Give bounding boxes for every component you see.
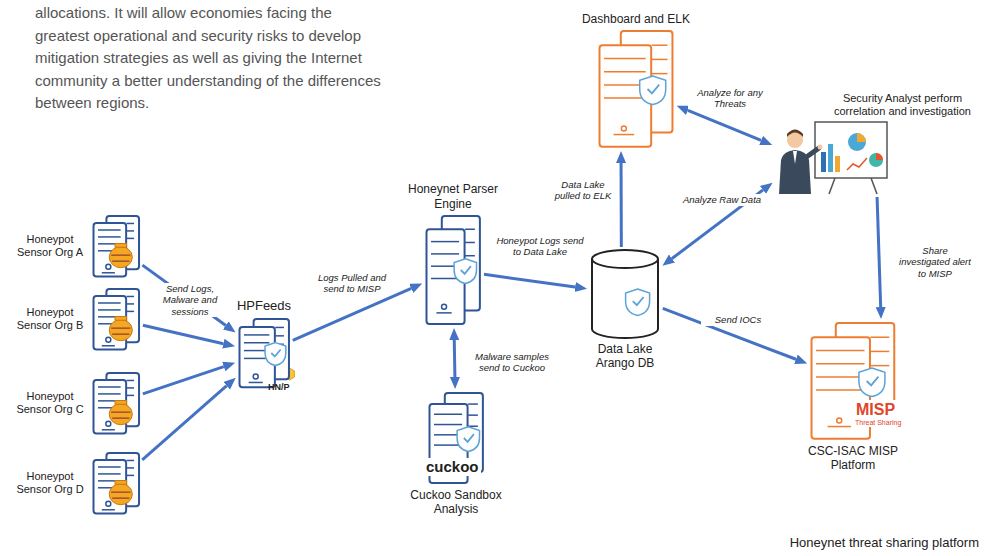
node-label: CSC-ISAC MISP Platform: [798, 444, 908, 473]
edge-label: Analyze for any Threats: [688, 87, 772, 110]
node-label: Threat Sharing: [853, 419, 903, 427]
connector-arrow: [143, 325, 223, 343]
icon: [590, 250, 660, 338]
server-icon: Honeynet Parser Engine: [425, 215, 481, 325]
node-label: Honeypot Sensor Org B: [14, 306, 86, 332]
icon: [92, 372, 140, 434]
server-icon: cuckooCuckoo Sandbox Analysis: [428, 392, 484, 484]
icon: [92, 215, 140, 277]
edge-label: Logs Pulled and send to MISP: [310, 272, 394, 295]
node-label: Honeynet Parser Engine: [393, 182, 513, 211]
connector-arrow: [688, 110, 761, 140]
database-cylinder: Data Lake Arango DB: [590, 250, 660, 338]
node-label: Honeypot Sensor Org D: [14, 470, 86, 496]
icon: [598, 30, 674, 148]
node-label: Dashboard and ELK: [561, 12, 711, 26]
node-label: cuckoo: [424, 458, 481, 476]
connector-arrow: [877, 197, 881, 307]
icon: [775, 122, 887, 194]
edge-label: Analyze Raw Data: [670, 194, 774, 205]
edge-label: Send IOCs: [701, 314, 775, 325]
node-label: HPFeeds: [219, 298, 309, 314]
connector-arrow: [293, 288, 412, 340]
connector-arrow: [142, 386, 226, 460]
edge-label: Data Lake pulled to ELK: [549, 179, 617, 202]
server-icon: Honeypot Sensor Org A: [92, 215, 140, 277]
caption: Honeynet threat sharing platform: [790, 535, 979, 550]
node-label: Data Lake Arango DB: [580, 342, 670, 371]
icon: [238, 318, 290, 388]
connector-arrow: [453, 340, 457, 377]
server-icon: MISPThreat SharingCSC-ISAC MISP Platform: [810, 322, 896, 440]
body-text: allocations. It will allow economies fac…: [35, 2, 387, 115]
icon: [425, 215, 481, 325]
edge-label: Malware samples send to Cuckoo: [465, 351, 559, 374]
server-icon: Honeypot Sensor Org C: [92, 372, 140, 434]
node-label: Honeypot Sensor Org A: [14, 233, 86, 259]
server-icon: Honeypot Sensor Org B: [92, 288, 140, 350]
node-label: Honeypot Sensor Org C: [14, 390, 86, 416]
server-icon: Dashboard and ELK: [598, 30, 674, 148]
edge-label: Honeypot Logs send to Data Lake: [492, 235, 588, 258]
connector-arrow: [484, 274, 575, 287]
server-icon: HPFeeds: [238, 318, 290, 388]
logo-text: HN/P: [268, 382, 290, 392]
icon: [92, 288, 140, 350]
connector-arrow: [143, 367, 224, 394]
icon: [92, 452, 140, 514]
node-label: Security Analyst perform correlation and…: [820, 92, 985, 118]
connector-arrow: [663, 308, 796, 359]
connector-arrow: [620, 163, 623, 247]
analyst-figure: Security Analyst perform correlation and…: [775, 122, 887, 194]
server-icon: Honeypot Sensor Org D: [92, 452, 140, 514]
node-label: Cuckoo Sandbox Analysis: [396, 488, 516, 517]
node-label: MISP: [854, 400, 897, 419]
edge-label: Share investigated alert to MISP: [897, 245, 973, 279]
edge-label: Send Logs, Malware and sessions: [152, 283, 228, 317]
